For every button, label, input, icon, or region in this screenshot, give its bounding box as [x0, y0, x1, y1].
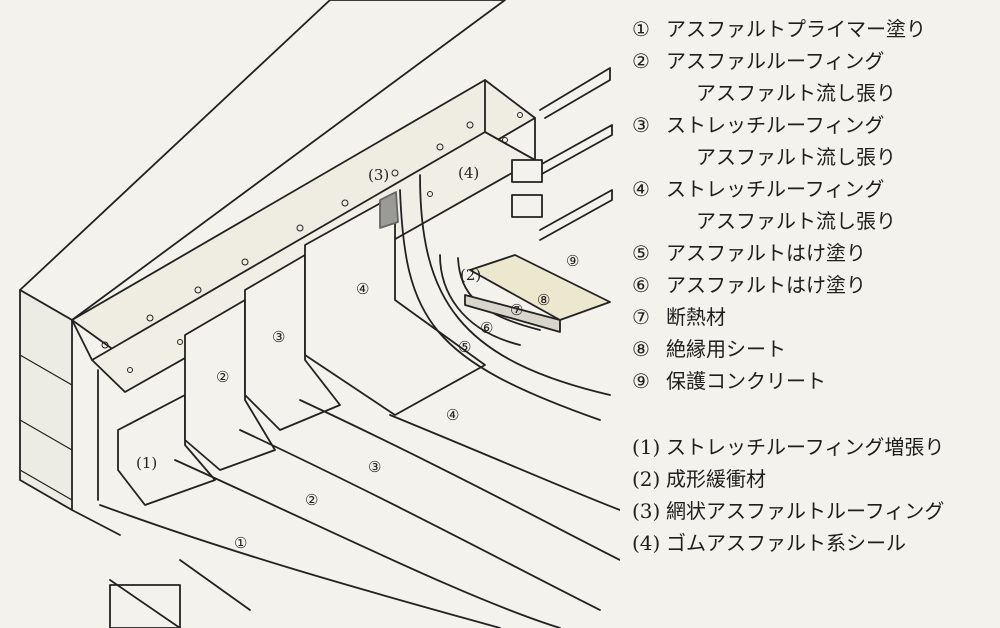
insulating-sheet — [464, 294, 561, 333]
legend-item-2-sub: アスファルト流し張り — [696, 81, 896, 105]
callout-l9: ⑨ — [566, 252, 579, 270]
legend-item-4-sub: アスファルト流し張り — [696, 209, 896, 233]
waterproofing-section-drawing: ① ② ② ③ ③ ④ ④ ⑤ ⑥ ⑦ ⑧ ⑨ (1) (2) (3) (4) — [19, 0, 620, 628]
legend-paren-item-1: (1)ストレッチルーフィング増張り — [632, 435, 945, 459]
callout-l2-bottom: ② — [305, 491, 318, 509]
callout-l7: ⑦ — [510, 301, 523, 319]
callout-l3-wall: ③ — [272, 328, 285, 346]
callout-p4: (4) — [458, 164, 479, 182]
callout-l3-bottom: ③ — [368, 458, 381, 476]
diagram-callouts: ① ② ② ③ ③ ④ ④ ⑤ ⑥ ⑦ ⑧ ⑨ (1) (2) (3) (4) — [136, 164, 579, 552]
callout-l6: ⑥ — [480, 319, 493, 337]
parapet-outer-face — [19, 289, 73, 511]
legend-paren-item-4: (4)ゴムアスファルト系シール — [632, 531, 906, 555]
insulation-board — [469, 254, 611, 321]
callout-l8: ⑧ — [537, 291, 550, 309]
callout-l4-wall: ④ — [356, 280, 369, 298]
callout-p1: (1) — [136, 454, 157, 472]
callout-p2: (2) — [460, 266, 481, 284]
callout-l1: ① — [234, 534, 247, 552]
legend-paren-item-2: (2)成形緩衝材 — [632, 467, 766, 491]
callout-l4-bottom: ④ — [446, 406, 459, 424]
legend-paren-item-3: (3)網状アスファルトルーフィング — [632, 499, 945, 523]
callout-l2-wall: ② — [216, 368, 229, 386]
mesh-roofing-patch — [379, 191, 399, 229]
callout-l5: ⑤ — [458, 338, 471, 356]
legend-item-3-sub: アスファルト流し張り — [696, 145, 896, 169]
callout-p3: (3) — [368, 166, 389, 184]
